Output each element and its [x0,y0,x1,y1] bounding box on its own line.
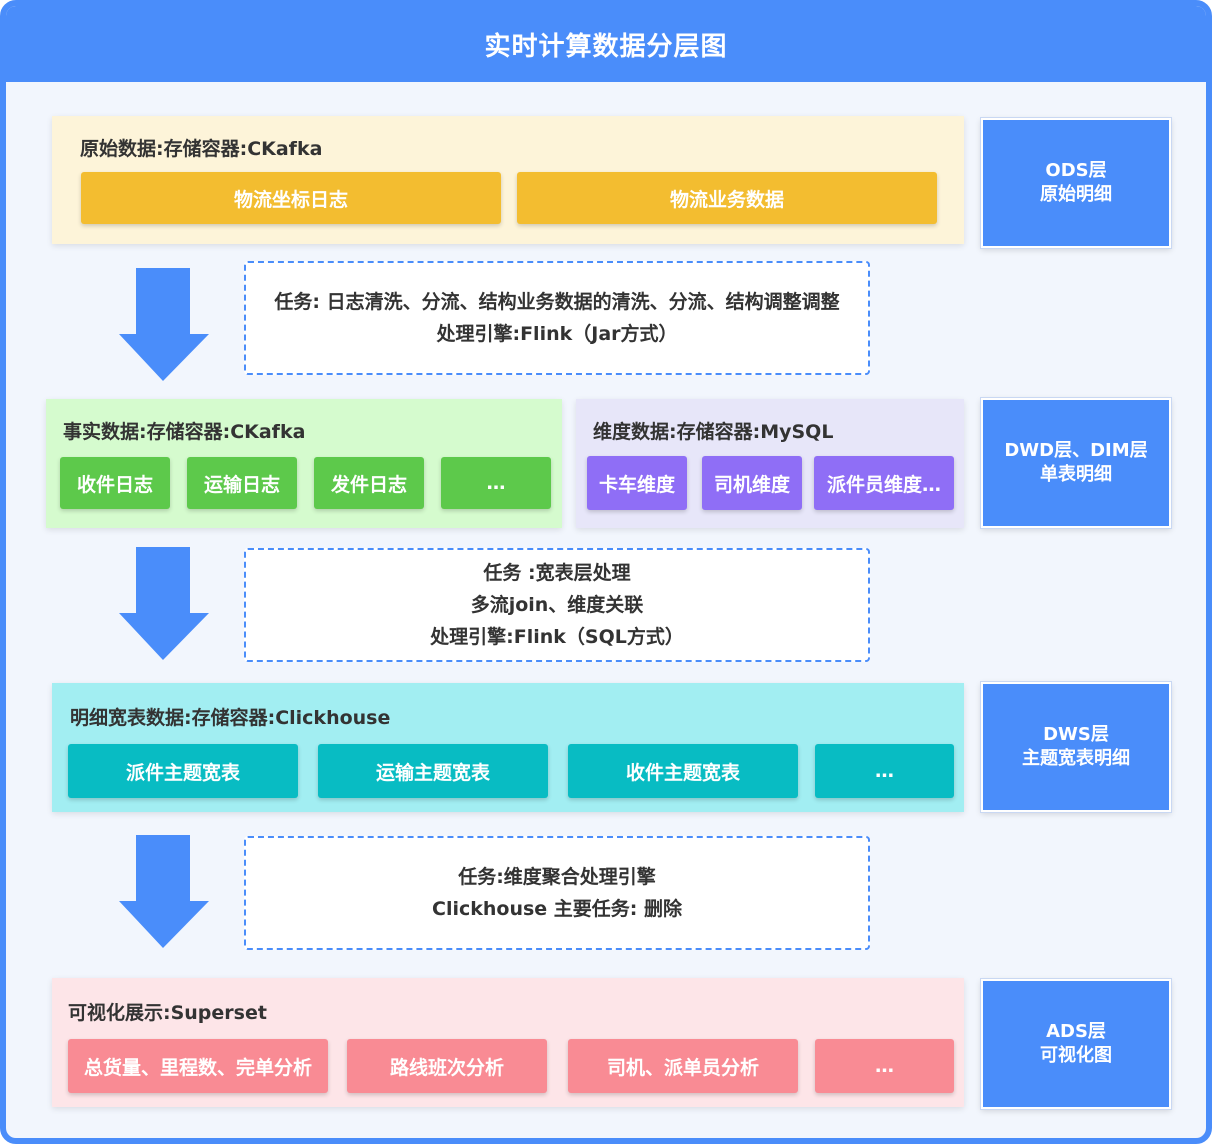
side-label-dws: DWS层 主题宽表明细 [981,682,1171,812]
side-label-ods-line1: ODS层 [1045,160,1107,181]
ads-layer-title: 可视化展示:Superset [68,1002,267,1024]
dim-layer-title: 维度数据:存储容器:MySQL [593,421,834,443]
task-box-cleaning: 任务: 日志清洗、分流、结构业务数据的清洗、分流、结构调整调整 处理引擎:Fli… [244,261,870,375]
side-label-dws-line2: 主题宽表明细 [1022,748,1130,769]
task2-line-3: 处理引擎:Flink（SQL方式） [430,626,684,648]
side-label-ods: ODS层 原始明细 [981,118,1171,248]
dws-chip-more: … [815,744,954,798]
ads-chip-volume-analysis: 总货量、里程数、完单分析 [68,1039,328,1093]
side-label-ads: ADS层 可视化图 [981,979,1171,1109]
side-label-ads-line2: 可视化图 [1040,1045,1112,1066]
task-box-wide-table: 任务 :宽表层处理 多流join、维度关联 处理引擎:Flink（SQL方式） [244,548,870,662]
task-box-aggregation: 任务:维度聚合处理引擎 Clickhouse 主要任务: 删除 [244,836,870,950]
side-label-dwd-line2: 单表明细 [1040,464,1112,485]
dim-chip-driver: 司机维度 [702,456,802,510]
fact-chip-receive-log: 收件日志 [60,457,170,509]
ods-chip-business-data: 物流业务数据 [517,172,937,224]
side-label-ads-line1: ADS层 [1046,1021,1106,1042]
fact-chip-more: … [441,457,551,509]
diagram-title: 实时计算数据分层图 [6,6,1206,82]
dim-layer: 维度数据:存储容器:MySQL 卡车维度 司机维度 派件员维度… [576,399,964,528]
side-label-dwd-line1: DWD层、DIM层 [1004,440,1148,461]
task2-line-1: 任务 :宽表层处理 [483,562,631,584]
dws-chip-delivery: 派件主题宽表 [68,744,298,798]
dws-layer-title: 明细宽表数据:存储容器:Clickhouse [70,707,391,729]
down-arrow-3-icon [119,835,209,948]
fact-chip-transport-log: 运输日志 [187,457,297,509]
fact-layer: 事实数据:存储容器:CKafka 收件日志 运输日志 发件日志 … [46,399,562,528]
task1-line-2: 处理引擎:Flink（Jar方式） [436,323,678,345]
ods-layer-title: 原始数据:存储容器:CKafka [80,138,323,160]
task3-line-2: Clickhouse 主要任务: 删除 [432,898,682,920]
side-label-dws-line1: DWS层 [1043,724,1109,745]
side-label-dwd-dim: DWD层、DIM层 单表明细 [981,398,1171,528]
side-label-ods-line2: 原始明细 [1040,184,1112,205]
dws-chip-transport: 运输主题宽表 [318,744,548,798]
dws-chip-receive: 收件主题宽表 [568,744,798,798]
task1-line-1: 任务: 日志清洗、分流、结构业务数据的清洗、分流、结构调整调整 [274,291,840,313]
task3-line-1: 任务:维度聚合处理引擎 [458,866,656,888]
down-arrow-1-icon [119,268,209,381]
fact-chip-send-log: 发件日志 [314,457,424,509]
fact-layer-title: 事实数据:存储容器:CKafka [63,421,306,443]
dim-chip-courier: 派件员维度… [814,456,954,510]
ods-layer: 原始数据:存储容器:CKafka 物流坐标日志 物流业务数据 [52,116,964,244]
dws-layer: 明细宽表数据:存储容器:Clickhouse 派件主题宽表 运输主题宽表 收件主… [52,683,964,812]
ads-chip-more: … [815,1039,954,1093]
task2-line-2: 多流join、维度关联 [470,594,644,616]
down-arrow-2-icon [119,547,209,660]
ods-chip-location-log: 物流坐标日志 [81,172,501,224]
ads-layer: 可视化展示:Superset 总货量、里程数、完单分析 路线班次分析 司机、派单… [52,978,964,1107]
ads-chip-driver-analysis: 司机、派单员分析 [568,1039,798,1093]
dim-chip-truck: 卡车维度 [587,456,687,510]
ads-chip-route-analysis: 路线班次分析 [347,1039,547,1093]
